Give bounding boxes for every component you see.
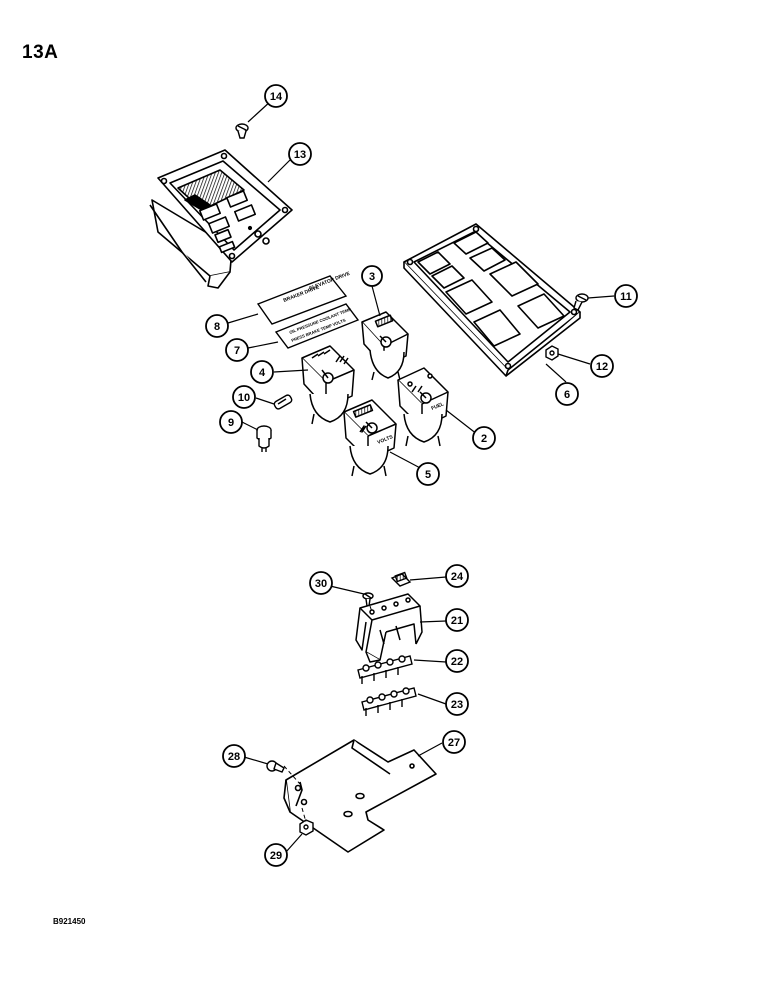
callout-27: 27 xyxy=(442,730,466,754)
fuse-24 xyxy=(390,571,412,587)
monitor-module-13 xyxy=(149,149,293,289)
bracket-27 xyxy=(283,739,437,853)
callout-12: 12 xyxy=(590,354,614,378)
callout-11-label: 11 xyxy=(620,291,632,303)
callout-21-label: 21 xyxy=(451,615,463,627)
callout-10: 10 xyxy=(232,385,256,409)
callout-11: 11 xyxy=(614,284,638,308)
callout-2: 2 xyxy=(472,426,496,450)
terminal-strip-23 xyxy=(361,687,417,716)
screw-11 xyxy=(573,293,589,311)
gauge-5: VOLTS xyxy=(343,399,397,477)
callout-23-label: 23 xyxy=(451,699,463,711)
callout-28-label: 28 xyxy=(228,751,240,763)
callout-30-label: 30 xyxy=(315,578,327,590)
nut-29 xyxy=(299,819,314,836)
gauge-panel-6 xyxy=(403,223,581,377)
callout-24-label: 24 xyxy=(451,571,464,583)
callout-9: 9 xyxy=(219,410,243,434)
callout-22: 22 xyxy=(445,649,469,673)
callout-13-label: 13 xyxy=(294,149,306,161)
callout-4-label: 4 xyxy=(259,367,266,379)
callout-24: 24 xyxy=(445,564,469,588)
switch-9 xyxy=(256,425,272,452)
callout-6-label: 6 xyxy=(564,389,570,401)
fuse-10 xyxy=(273,394,293,410)
callout-5-label: 5 xyxy=(425,469,431,481)
gauge-2: FUEL xyxy=(397,367,449,447)
callout-27-label: 27 xyxy=(448,737,460,749)
screw-14 xyxy=(235,123,249,139)
callout-10-label: 10 xyxy=(238,392,250,404)
terminal-strip-22 xyxy=(357,655,413,684)
drawing-number: B921450 xyxy=(53,917,86,926)
callout-22-label: 22 xyxy=(451,656,463,668)
gauge-5-label: VOLTS xyxy=(377,434,395,446)
callout-30: 30 xyxy=(309,571,333,595)
callout-2-label: 2 xyxy=(481,433,487,445)
callout-12-label: 12 xyxy=(596,361,608,373)
page-label: 13A xyxy=(22,42,59,63)
callout-6: 6 xyxy=(555,382,579,406)
callout-28: 28 xyxy=(222,744,246,768)
callout-4: 4 xyxy=(250,360,274,384)
gauge-2-label: FUEL xyxy=(431,401,445,411)
gauge-3 xyxy=(361,311,409,381)
callout-7-label: 7 xyxy=(234,345,240,357)
assembly-lines xyxy=(283,605,373,823)
callout-14: 14 xyxy=(264,84,288,108)
callout-7: 7 xyxy=(225,338,249,362)
callout-21: 21 xyxy=(445,608,469,632)
callout-23: 23 xyxy=(445,692,469,716)
callout-8: 8 xyxy=(205,314,229,338)
callout-5: 5 xyxy=(416,462,440,486)
callout-8-label: 8 xyxy=(214,321,220,333)
callout-9-label: 9 xyxy=(228,417,234,429)
leader-lines xyxy=(227,99,615,853)
callout-29: 29 xyxy=(264,843,288,867)
callout-3-label: 3 xyxy=(369,271,375,283)
fuse-block-21 xyxy=(355,593,423,663)
callout-14-label: 14 xyxy=(270,91,283,103)
callout-3: 3 xyxy=(361,265,383,287)
callout-29-label: 29 xyxy=(270,850,282,862)
nut-12 xyxy=(545,345,559,361)
callout-13: 13 xyxy=(288,142,312,166)
screw-28 xyxy=(266,760,285,773)
